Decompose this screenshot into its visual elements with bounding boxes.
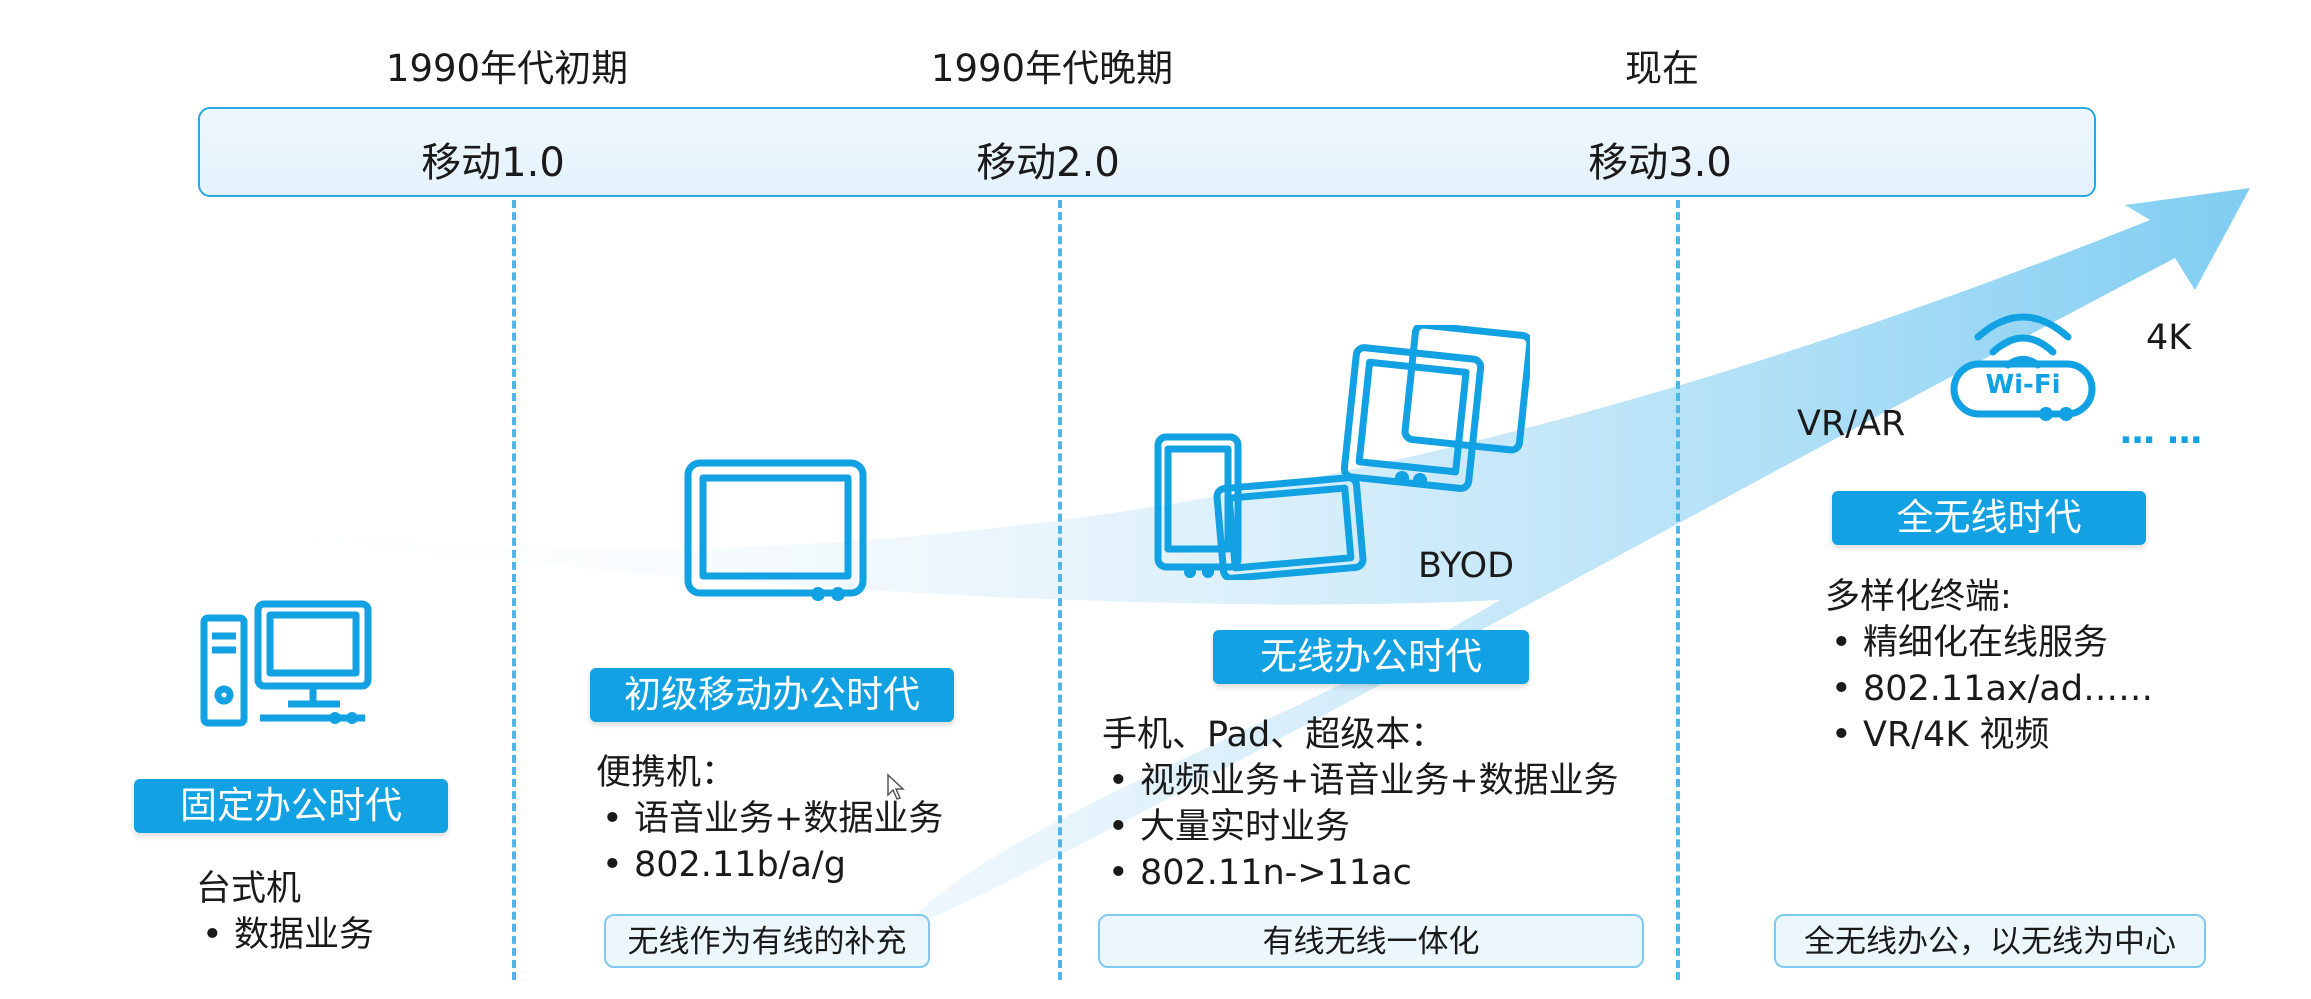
list-item: 802.11b/a/g	[596, 842, 943, 888]
era-title-early-mobile: 初级移动办公时代	[590, 668, 954, 722]
phase-mobile-2: 移动2.0	[976, 140, 1120, 186]
4k-label: 4K	[2146, 318, 2192, 358]
era-title-wireless-office: 无线办公时代	[1213, 630, 1529, 684]
era-heading: 台式机	[196, 869, 302, 909]
era-desc-early-mobile: 便携机： 语音业务+数据业务 802.11b/a/g	[596, 750, 943, 888]
era-desc-full-wireless: 多样化终端: 精细化在线服务 802.11ax/ad…… VR/4K 视频	[1825, 574, 2153, 758]
divider-2	[1058, 200, 1062, 980]
era-heading: 手机、Pad、超级本：	[1102, 715, 1446, 755]
wifi-icon	[1950, 313, 2096, 421]
era-desc-fixed-office: 台式机 数据业务	[196, 866, 374, 958]
list-item: 大量实时业务	[1102, 804, 1619, 850]
list-item: 精细化在线服务	[1825, 620, 2153, 666]
timeline-bar	[198, 107, 2096, 197]
list-item: 数据业务	[196, 912, 374, 958]
period-early-1990s: 1990年代初期	[385, 47, 629, 90]
more-dots: … …	[2120, 412, 2203, 452]
era-title-fixed-office: 固定办公时代	[134, 779, 448, 833]
summary-wireless-office: 有线无线一体化	[1098, 914, 1644, 968]
byod-label: BYOD	[1418, 546, 1515, 586]
list-item: 视频业务+语音业务+数据业务	[1102, 758, 1619, 804]
list-item: VR/4K 视频	[1825, 712, 2153, 758]
tablet-icon	[684, 459, 867, 601]
era-title-full-wireless: 全无线时代	[1832, 491, 2146, 545]
list-item: 802.11ax/ad……	[1825, 666, 2153, 712]
period-now: 现在	[1625, 47, 1699, 90]
desktop-computer-icon	[200, 600, 372, 727]
phase-mobile-3: 移动3.0	[1588, 140, 1732, 186]
divider-1	[512, 200, 516, 980]
summary-early-mobile: 无线作为有线的补充	[604, 914, 930, 968]
divider-3	[1676, 200, 1680, 980]
period-late-1990s: 1990年代晚期	[930, 47, 1174, 90]
list-item: 802.11n->11ac	[1102, 850, 1619, 896]
era-heading: 多样化终端:	[1825, 577, 2012, 617]
mouse-cursor-icon	[887, 773, 905, 800]
list-item: 语音业务+数据业务	[596, 796, 943, 842]
mobile-devices-icon	[1154, 325, 1530, 580]
era-desc-wireless-office: 手机、Pad、超级本： 视频业务+语音业务+数据业务 大量实时业务 802.11…	[1102, 712, 1619, 896]
phase-mobile-1: 移动1.0	[421, 140, 565, 186]
wifi-text: Wi-Fi	[1985, 370, 2061, 400]
era-heading: 便携机：	[596, 753, 737, 793]
vr-ar-label: VR/AR	[1797, 404, 1906, 444]
summary-full-wireless: 全无线办公，以无线为中心	[1774, 914, 2206, 968]
